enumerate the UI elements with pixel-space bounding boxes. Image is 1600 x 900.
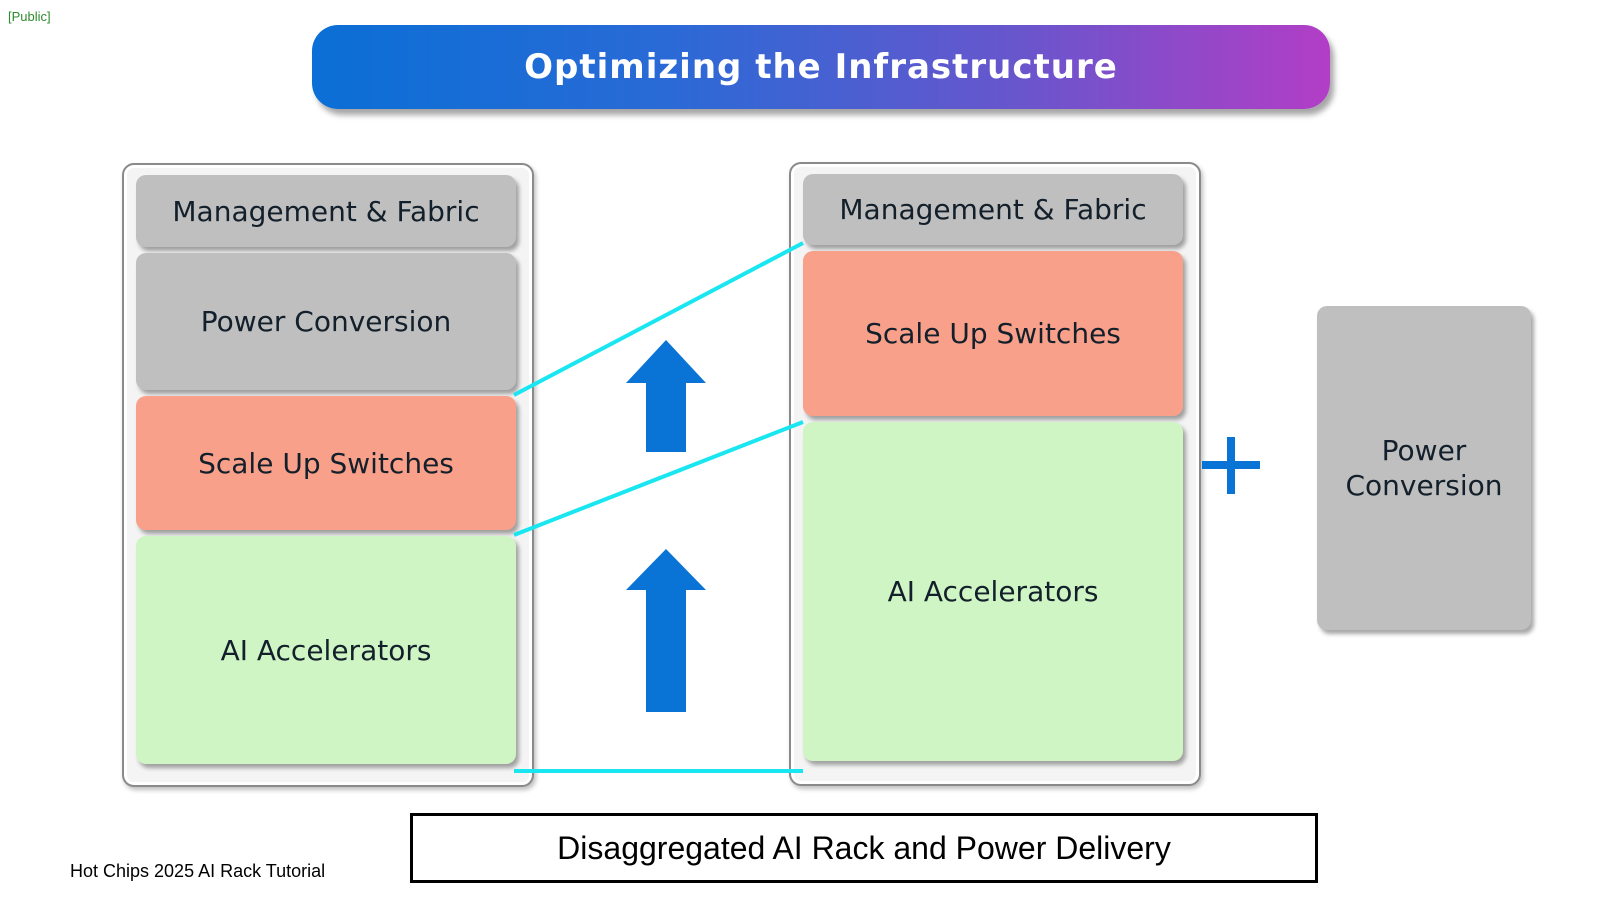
right-scale-up-switches-block: Scale Up Switches (803, 251, 1183, 416)
connector-line-middle (513, 420, 804, 537)
block-label: Power Conversion (200, 305, 452, 338)
block-label: Management & Fabric (172, 194, 480, 228)
block-label: Scale Up Switches (865, 317, 1121, 350)
page-title: Optimizing the Infrastructure (524, 47, 1118, 87)
right-management-fabric-block: Management & Fabric (803, 174, 1183, 245)
block-label: Scale Up Switches (198, 446, 454, 480)
classification-tag: [Public] (8, 9, 51, 24)
left-ai-accelerators-block: AI Accelerators (136, 536, 516, 764)
block-label-line2: Conversion (1345, 469, 1503, 502)
connector-line-top (513, 241, 804, 397)
left-management-fabric-block: Management & Fabric (136, 175, 516, 247)
title-banner: Optimizing the Infrastructure (312, 25, 1330, 109)
left-rack: Management & Fabric Power Conversion Sca… (122, 163, 534, 787)
caption-box: Disaggregated AI Rack and Power Delivery (410, 813, 1318, 883)
right-ai-accelerators-block: AI Accelerators (803, 422, 1183, 761)
block-label: AI Accelerators (887, 575, 1099, 608)
external-power-conversion-block: Power Conversion (1317, 306, 1531, 630)
up-arrow-lower-icon (626, 549, 706, 712)
block-label: Management & Fabric (839, 193, 1147, 226)
caption-text: Disaggregated AI Rack and Power Delivery (557, 829, 1171, 866)
block-label-line1: Power (1381, 434, 1467, 467)
right-rack: Management & Fabric Scale Up Switches AI… (789, 162, 1201, 786)
plus-icon (1202, 437, 1260, 494)
left-power-conversion-block: Power Conversion (136, 253, 516, 390)
block-label: AI Accelerators (220, 633, 432, 667)
up-arrow-upper-icon (626, 340, 706, 452)
footer-text: Hot Chips 2025 AI Rack Tutorial (70, 861, 326, 881)
left-scale-up-switches-block: Scale Up Switches (136, 396, 516, 530)
